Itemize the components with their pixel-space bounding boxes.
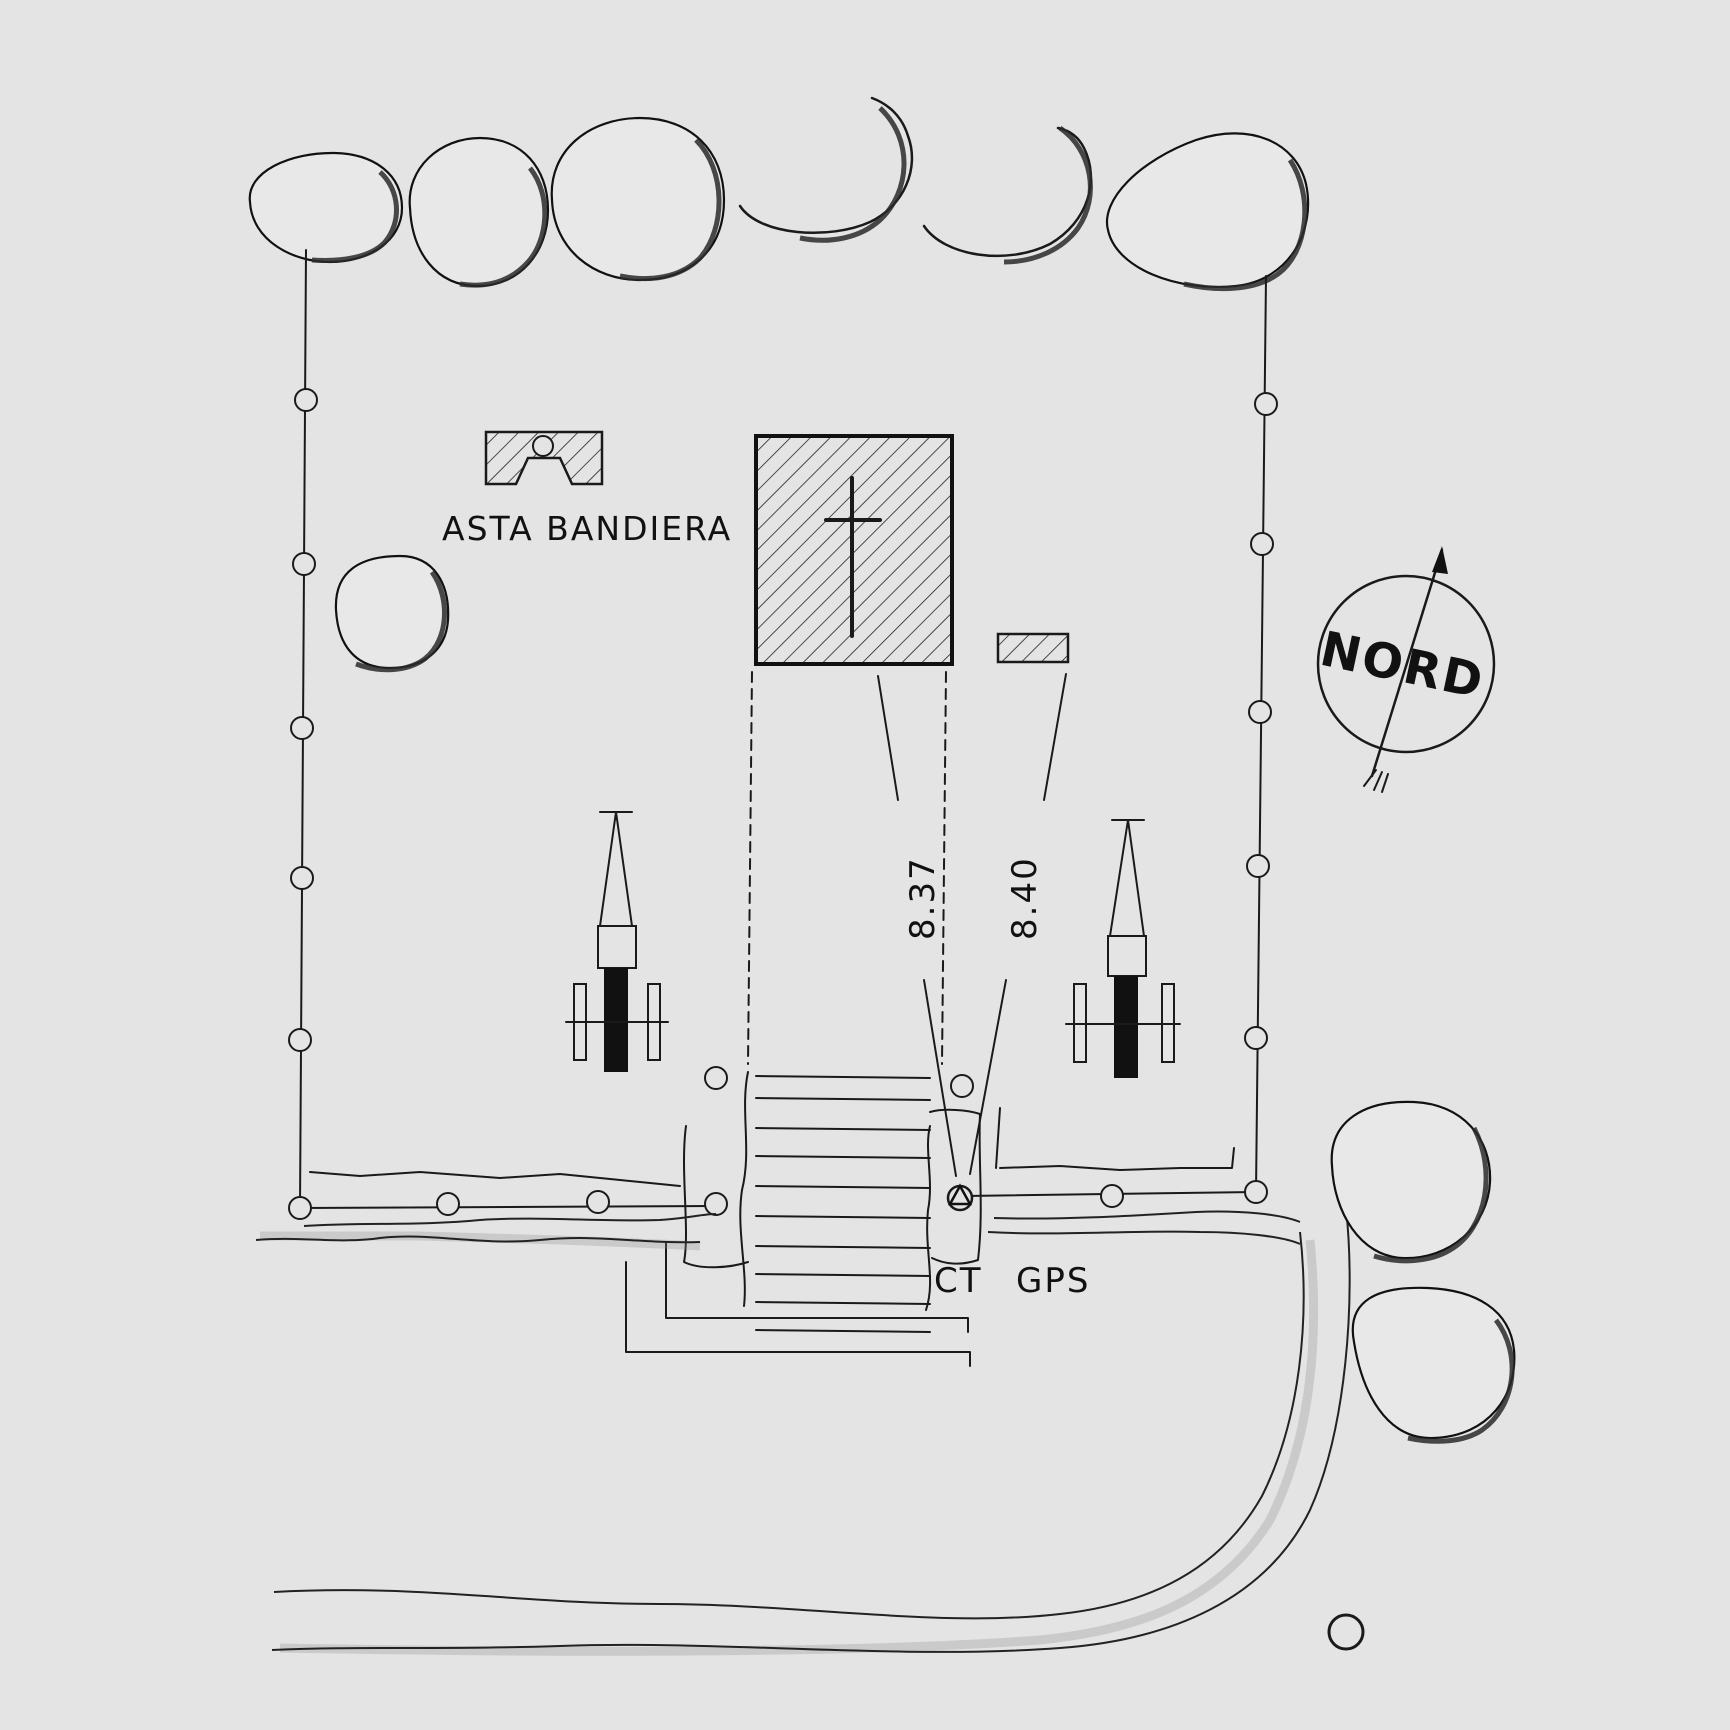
dimension-right-label: 8.40 [1005,856,1045,940]
tree-6 [1105,132,1310,292]
tree-right-2 [1351,1286,1516,1444]
dimension-guides [747,671,1067,1177]
cross-icon [824,476,882,638]
ct-label: CT [934,1261,983,1301]
small-plaque [996,632,1070,664]
fence-posts [288,388,1278,1220]
tree-left [334,554,450,673]
tree-5-partial [922,125,1093,265]
tree-row-top [248,96,1310,292]
flagpole-base [484,430,604,486]
cannon-icon [1065,819,1181,1078]
dimension-left-label: 8.37 [903,856,943,940]
monument [754,434,954,666]
north-arrow-icon [1316,546,1496,793]
tree-right-1 [1330,1100,1492,1264]
tree-4-partial [738,96,914,243]
survey-triangle-icon [946,1183,974,1212]
stairway [625,1071,1001,1367]
tree-3 [550,116,726,282]
road [255,1207,1351,1656]
ground-marker [1327,1613,1365,1651]
gps-label: GPS [1016,1261,1090,1301]
cannon-right [1065,819,1181,1078]
flagpole-label: ASTA BANDIERA [442,509,732,548]
cannon-icon [565,811,669,1072]
tree-2 [408,136,550,288]
tree-1 [248,151,404,264]
north-label: NORD [1316,621,1490,710]
cannon-left [565,811,669,1072]
